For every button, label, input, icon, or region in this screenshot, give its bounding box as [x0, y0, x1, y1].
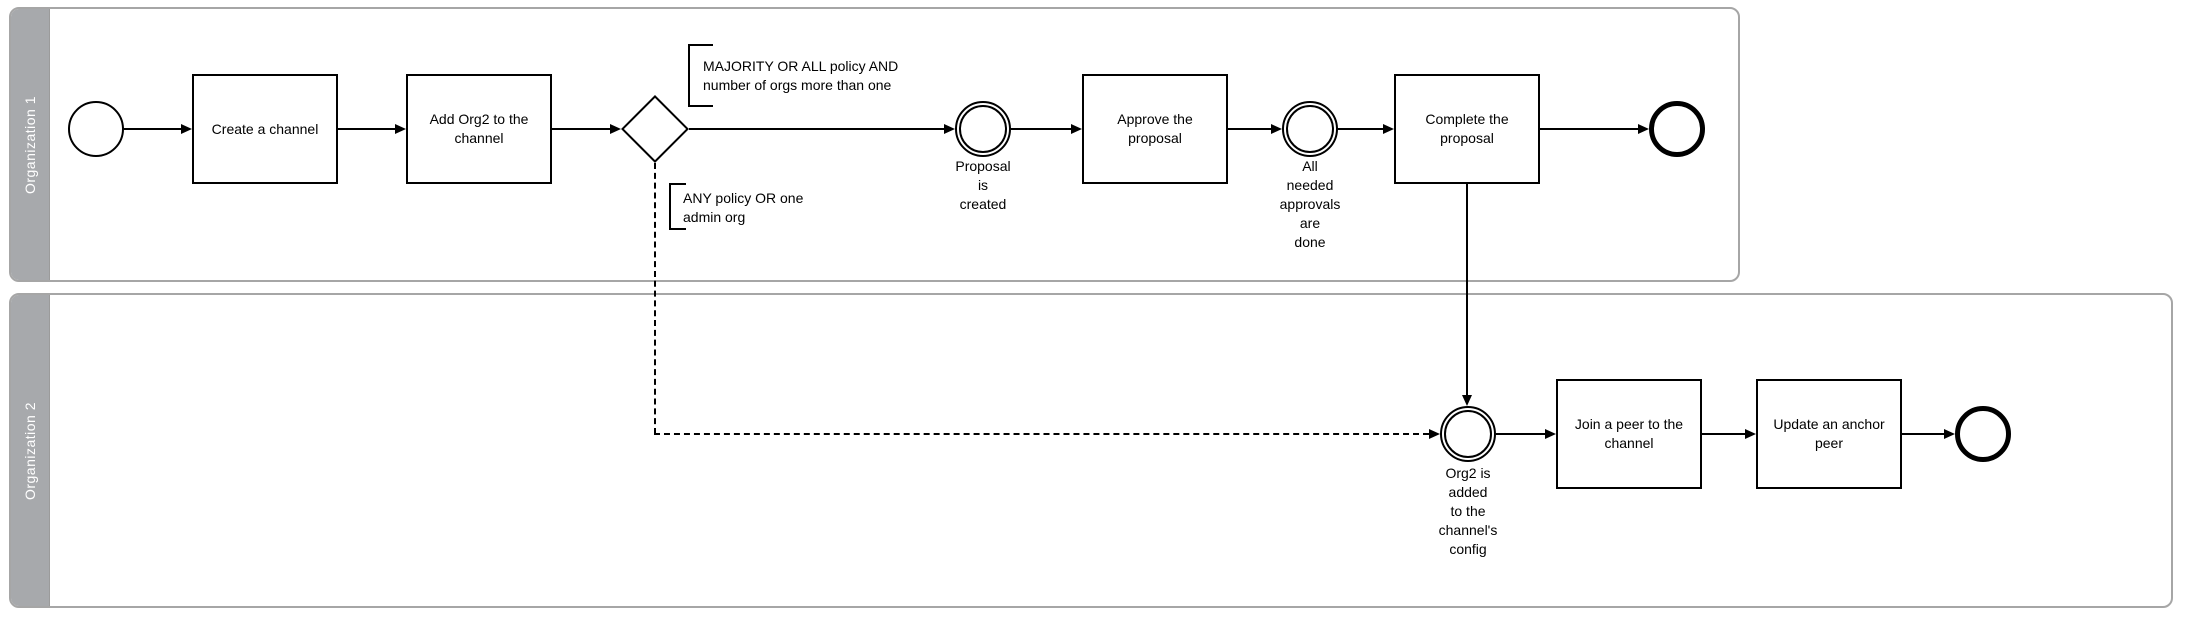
flow-line — [1496, 433, 1547, 435]
event-inner-ring — [959, 105, 1007, 153]
arrowhead-icon — [1383, 124, 1394, 134]
arrowhead-icon — [395, 124, 406, 134]
flow-proposal-to-approve — [1011, 123, 1082, 135]
dashed-line-horizontal — [654, 433, 1429, 435]
arrowhead-icon — [1944, 429, 1955, 439]
event-proposal-created — [955, 101, 1011, 157]
end-event-org1 — [1649, 101, 1705, 157]
end-event-org2 — [1955, 406, 2011, 462]
flow-line — [1540, 128, 1640, 130]
arrowhead-icon — [1429, 429, 1440, 439]
task-label: Create a channel — [211, 120, 319, 137]
start-event — [68, 101, 124, 157]
flow-gateway-to-proposal — [689, 123, 955, 135]
task-update-anchor-peer: Update an anchor peer — [1756, 379, 1902, 489]
flow-line — [124, 128, 183, 130]
event-proposal-created-label: Proposal is created — [955, 158, 1011, 212]
flow-join-to-update — [1702, 428, 1756, 440]
flow-line — [689, 128, 946, 130]
flow-complete-to-end — [1540, 123, 1649, 135]
task-label: Join a peer to the channel — [1574, 416, 1684, 451]
annotation-any-policy: ANY policy OR one admin org — [683, 190, 804, 225]
arrowhead-icon — [610, 124, 621, 134]
task-join-peer-to-channel: Join a peer to the channel — [1556, 379, 1702, 489]
lane-2-label: Organization 2 — [22, 401, 38, 500]
flow-line — [1902, 433, 1946, 435]
task-label: Add Org2 to the channel — [429, 111, 529, 146]
annotation-bracket-icon — [688, 44, 713, 107]
lane-2-label-bar: Organization 2 — [11, 295, 50, 606]
arrowhead-icon — [1545, 429, 1556, 439]
task-complete-proposal: Complete the proposal — [1394, 74, 1540, 184]
flow-approvals-to-complete — [1338, 123, 1394, 135]
event-inner-ring — [1444, 410, 1492, 458]
annotation-bracket-icon — [669, 183, 686, 230]
flow-start-to-create — [124, 123, 192, 135]
flow-addorg2-to-gateway — [552, 123, 621, 135]
annotation-majority-policy: MAJORITY OR ALL policy AND number of org… — [703, 58, 899, 93]
task-create-a-channel: Create a channel — [192, 74, 338, 184]
event-org2-added-label: Org2 is added to the channel's config — [1438, 465, 1498, 557]
task-label: Update an anchor peer — [1773, 416, 1885, 451]
arrowhead-icon — [944, 124, 955, 134]
arrowhead-icon — [1271, 124, 1282, 134]
arrowhead-icon — [1745, 429, 1756, 439]
flow-line — [338, 128, 397, 130]
flow-update-to-end — [1902, 428, 1955, 440]
arrowhead-icon — [181, 124, 192, 134]
arrowhead-icon — [1638, 124, 1649, 134]
arrowhead-down-icon — [1462, 395, 1472, 406]
event-inner-ring — [1286, 105, 1334, 153]
arrowhead-icon — [1071, 124, 1082, 134]
flow-org2added-to-join — [1496, 428, 1556, 440]
dashed-line-vertical — [654, 163, 656, 434]
task-add-org2-to-channel: Add Org2 to the channel — [406, 74, 552, 184]
flow-line — [1702, 433, 1747, 435]
flow-line — [1227, 128, 1273, 130]
task-approve-proposal: Approve the proposal — [1082, 74, 1228, 184]
lane-1-label-bar: Organization 1 — [11, 9, 50, 280]
flow-line — [1466, 184, 1468, 397]
event-approvals-done-label: All needed approvals are done — [1279, 158, 1341, 250]
task-label: Approve the proposal — [1117, 111, 1193, 146]
event-org2-added — [1440, 406, 1496, 462]
flow-line — [1338, 128, 1385, 130]
task-label: Complete the proposal — [1425, 111, 1509, 146]
flow-approve-to-approvals — [1227, 123, 1282, 135]
flow-line — [1011, 128, 1073, 130]
flow-complete-to-org2added — [1461, 184, 1473, 406]
flow-create-to-addorg2 — [338, 123, 406, 135]
lane-1-label: Organization 1 — [22, 95, 38, 194]
flow-line — [552, 128, 612, 130]
event-approvals-done — [1282, 101, 1338, 157]
